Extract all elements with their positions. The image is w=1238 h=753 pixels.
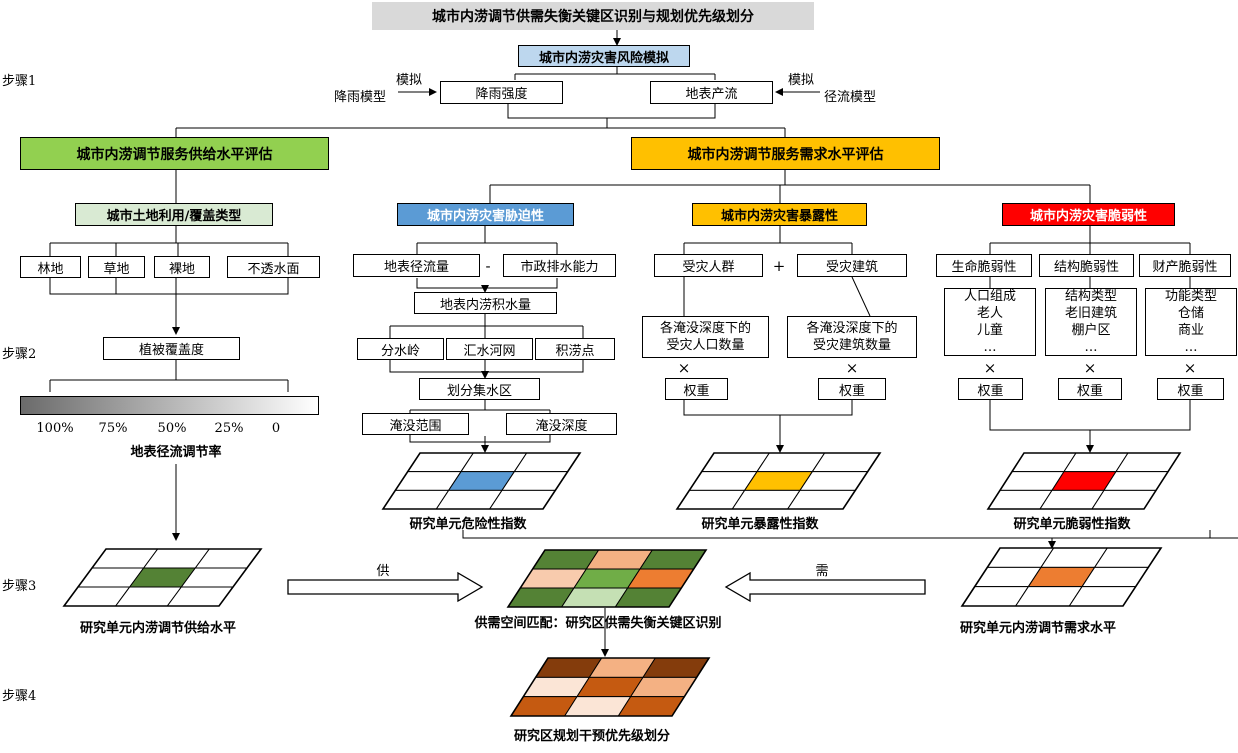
rain-model-label: 降雨模型 [334,90,387,105]
structure-item-1: 结构类型 [1064,289,1117,304]
landuse-grass: 草地 [88,256,145,278]
catchment-division-box: 划分集水区 [419,378,540,400]
weight-structure-box: 权重 [1058,378,1122,400]
matching-grid [506,549,708,608]
landuse-forest: 林地 [20,256,81,278]
tick-25: 25% [214,421,244,436]
affected-population-count-box: 各淹没深度下的 受灾人口数量 [642,316,769,358]
property-vulnerability-box: 财产脆弱性 [1139,254,1231,277]
waterlogging-point-box: 积涝点 [535,338,615,360]
affected-building-line-1: 各淹没深度下的 [806,321,898,336]
matching-label: 供需空间匹配：研究区供需失衡关键区识别 [474,616,722,631]
runoff-regulation-rate-label: 地表径流调节率 [130,445,222,460]
tick-75: 75% [98,421,128,436]
tick-100: 100% [36,421,74,436]
structure-item-3: 棚户区 [1071,323,1111,338]
plus-sign: + [772,257,786,275]
weight-life-box: 权重 [958,378,1023,400]
property-item-1: 功能类型 [1164,289,1217,304]
step-4-label: 步骤4 [2,689,37,704]
multiply-sign-property: × [1183,359,1197,377]
surface-water-accumulation-box: 地表内涝积水量 [414,292,557,314]
weight-property-box: 权重 [1157,378,1224,400]
step-3-label: 步骤3 [2,579,37,594]
priority-grid [509,657,711,717]
vulnerability-grid-label: 研究单元脆弱性指数 [1013,517,1131,532]
affected-people-box: 受灾人群 [654,254,763,277]
structure-vulnerability-items: 结构类型 老旧建筑 棚户区 … [1045,288,1137,356]
exposure-header: 城市内涝灾害暴露性 [692,203,867,226]
drainage-capacity-box: 市政排水能力 [503,254,616,277]
demand-arrow [724,571,926,603]
hazard-grid-label: 研究单元危险性指数 [409,517,527,532]
structure-item-2: 老旧建筑 [1064,306,1117,321]
supply-assessment-header: 城市内涝调节服务供给水平评估 [20,137,329,170]
demand-assessment-header: 城市内涝调节服务需求水平评估 [631,137,940,170]
demand-arrow-label: 需 [815,564,829,579]
exposure-grid [675,452,882,510]
minus-sign: - [485,257,491,275]
hazard-grid [381,452,582,510]
affected-building-count-box: 各淹没深度下的 受灾建筑数量 [787,316,917,358]
demand-grid-label: 研究单元内涝调节需求水平 [959,621,1117,636]
weight-buildings-box: 权重 [818,378,886,400]
life-vulnerability-items: 人口组成 老人 儿童 … [944,288,1036,356]
exposure-grid-label: 研究单元暴露性指数 [701,517,819,532]
coverage-gradient-bar [20,396,319,415]
surface-runoff-box: 地表产流 [650,81,773,104]
structure-item-4: … [1084,340,1098,355]
landuse-bare: 裸地 [154,256,210,278]
simulate-right-label: 模拟 [788,73,815,88]
life-item-3: 儿童 [976,323,1003,338]
affected-population-line-1: 各淹没深度下的 [659,321,751,336]
property-item-4: … [1184,340,1198,355]
life-vulnerability-box: 生命脆弱性 [936,254,1032,277]
step-1-label: 步骤1 [2,74,37,89]
affected-buildings-box: 受灾建筑 [797,254,907,277]
landuse-type-box: 城市土地利用/覆盖类型 [75,203,273,226]
landuse-impervious: 不透水面 [227,256,320,278]
runoff-volume-box: 地表径流量 [353,254,480,277]
page-title: 城市内涝调节供需失衡关键区识别与规划优先级划分 [372,2,814,30]
supply-grid-label: 研究单元内涝调节供给水平 [79,621,237,636]
flood-extent-box: 淹没范围 [362,413,469,435]
rain-intensity-box: 降雨强度 [440,81,563,104]
weight-people-box: 权重 [665,378,728,400]
priority-label: 研究区规划干预优先级划分 [513,729,671,744]
tick-0: 0 [271,421,281,436]
multiply-sign-buildings: × [845,359,859,377]
risk-simulation-box: 城市内涝灾害风险模拟 [518,45,690,67]
affected-building-line-2: 受灾建筑数量 [812,338,891,353]
vulnerability-header: 城市内涝灾害脆弱性 [1002,203,1175,226]
structural-vulnerability-box: 结构脆弱性 [1039,254,1134,277]
flood-depth-box: 淹没深度 [506,413,617,435]
affected-population-line-2: 受灾人口数量 [666,338,745,353]
life-item-1: 人口组成 [963,289,1016,304]
supply-grid [62,548,263,607]
simulate-left-label: 模拟 [396,73,423,88]
watershed-box: 分水岭 [357,338,444,360]
step-2-label: 步骤2 [2,347,37,362]
property-vulnerability-items: 功能类型 仓储 商业 … [1145,288,1237,356]
vegetation-coverage-box: 植被覆盖度 [103,337,240,360]
supply-arrow-label: 供 [376,564,390,579]
property-item-3: 商业 [1177,323,1204,338]
tick-50: 50% [157,421,187,436]
life-item-4: … [983,340,997,355]
multiply-sign-structure: × [1083,359,1097,377]
property-item-2: 仓储 [1177,306,1204,321]
multiply-sign-people: × [677,359,691,377]
runoff-model-label: 径流模型 [824,90,877,105]
hazard-header: 城市内涝灾害胁迫性 [397,203,574,226]
drainage-network-box: 汇水河网 [446,338,533,360]
demand-grid [960,547,1163,607]
life-item-2: 老人 [976,306,1003,321]
multiply-sign-life: × [983,359,997,377]
supply-arrow [287,571,484,603]
vulnerability-grid [986,452,1182,510]
